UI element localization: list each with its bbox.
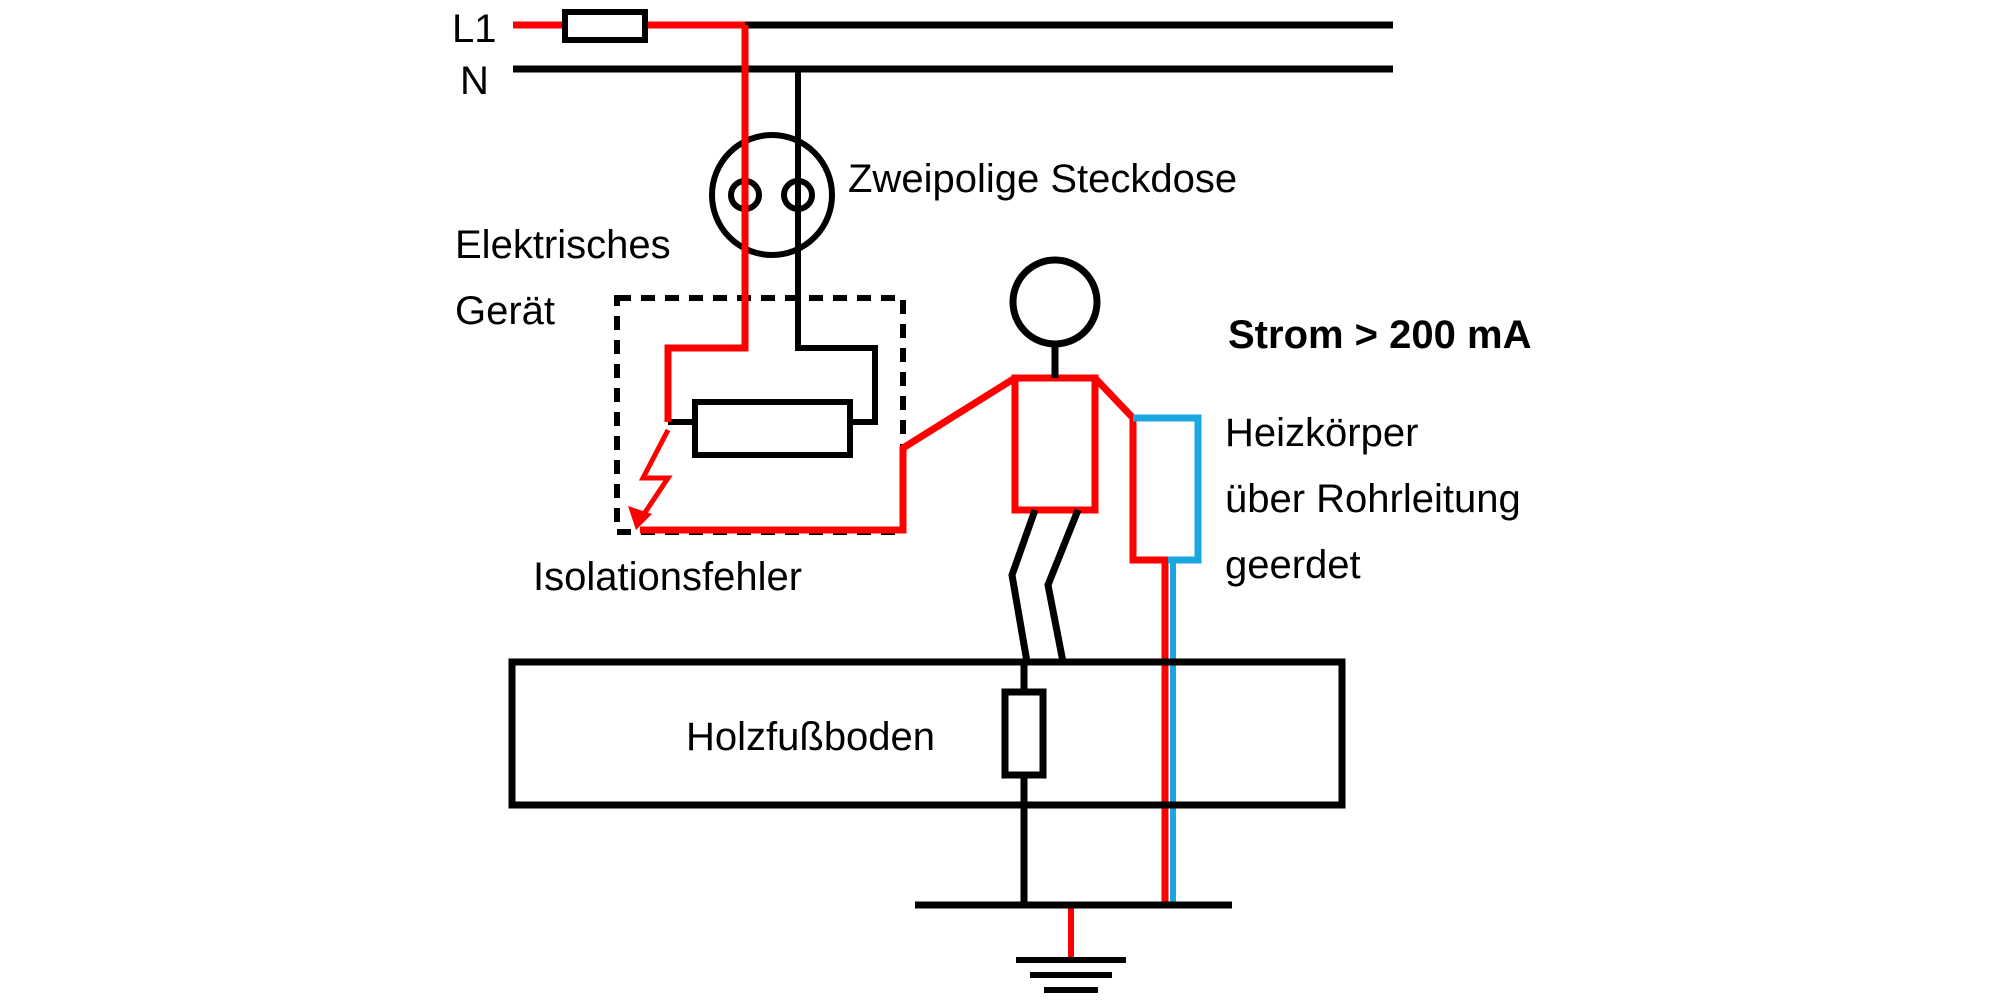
device-resistor (668, 399, 853, 458)
person-right-leg (1044, 508, 1082, 663)
fault-arrowhead (628, 506, 652, 530)
radiator (1133, 414, 1202, 905)
housing-to-hand-path (640, 375, 1017, 534)
wooden-floor (508, 658, 1346, 905)
label-device-line2: Gerät (455, 289, 555, 333)
label-socket: Zweipolige Steckdose (848, 157, 1237, 201)
insulation-fault-arc (637, 428, 673, 522)
label-radiator-line3: geerdet (1225, 543, 1361, 587)
label-radiator-line1: Heizkörper (1225, 411, 1418, 455)
earth (915, 901, 1232, 993)
floor-outline (508, 658, 1346, 809)
socket-outline (709, 132, 835, 258)
label-n: N (460, 59, 489, 103)
neutral-path (795, 69, 878, 425)
resistor-body (692, 399, 853, 458)
label-radiator-line2: über Rohrleitung (1225, 477, 1521, 521)
neutral-wire (795, 69, 878, 425)
label-current: Strom > 200 mA (1228, 313, 1531, 357)
label-floor: Holzfußboden (686, 715, 935, 759)
live-wire-to-device (664, 25, 749, 422)
label-l1: L1 (452, 7, 497, 51)
label-device-line1: Elektrisches (455, 223, 671, 267)
radiator-outline (1133, 414, 1202, 564)
floor-resistor (1001, 688, 1047, 779)
person-head (1009, 256, 1101, 348)
device-housing (614, 295, 906, 535)
person-left-leg (1008, 508, 1039, 663)
fuse (562, 9, 648, 43)
person-to-radiator-path (1092, 375, 1168, 564)
supply-lines (513, 9, 1393, 73)
person (1008, 256, 1101, 663)
fault-current-path (628, 25, 1169, 960)
label-fault: Isolationsfehler (533, 555, 802, 599)
